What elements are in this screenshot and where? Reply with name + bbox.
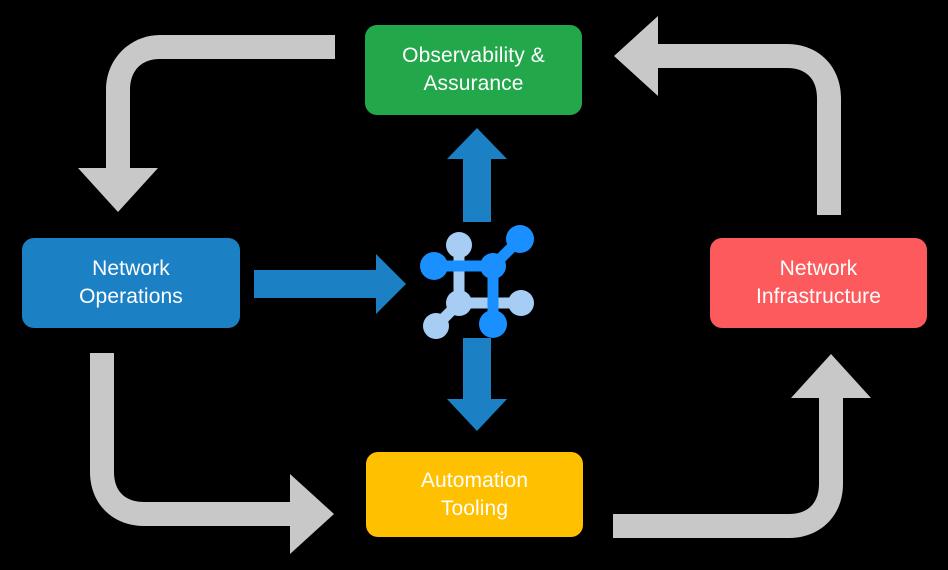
node-observability-label: Observability & Assurance [402,44,545,95]
node-network-infrastructure-label: Network Infrastructure [755,257,882,308]
topology-node-hub [480,253,506,279]
topology-node-bottom [479,310,507,338]
node-automation-tooling-label: Automation Tooling [420,468,529,520]
topology-node-top-right [506,225,534,253]
topology-node-top-left [446,232,472,258]
arrow-automation-to-infrastructure [613,354,871,538]
topology-node-left [420,252,448,280]
node-network-operations-label: Network Operations [79,257,183,308]
arrow-operations-to-automation [90,353,334,554]
arrow-operations-to-center [254,254,406,314]
topology-node-mid-left [446,290,472,316]
node-network-operations[interactable]: Network Operations [22,238,240,328]
arrow-infrastructure-to-observability [614,16,841,215]
topology-node-bottom-left [423,313,449,339]
network-topology-icon [420,225,534,339]
arrow-center-to-observability [447,128,507,222]
node-network-infrastructure[interactable]: Network Infrastructure [710,238,927,328]
node-automation-tooling[interactable]: Automation Tooling [366,452,583,537]
topology-node-mid-right [508,290,534,316]
node-observability-assurance[interactable]: Observability & Assurance [365,25,582,115]
arrow-center-to-automation [447,338,507,431]
arrow-observability-to-operations [78,35,335,212]
